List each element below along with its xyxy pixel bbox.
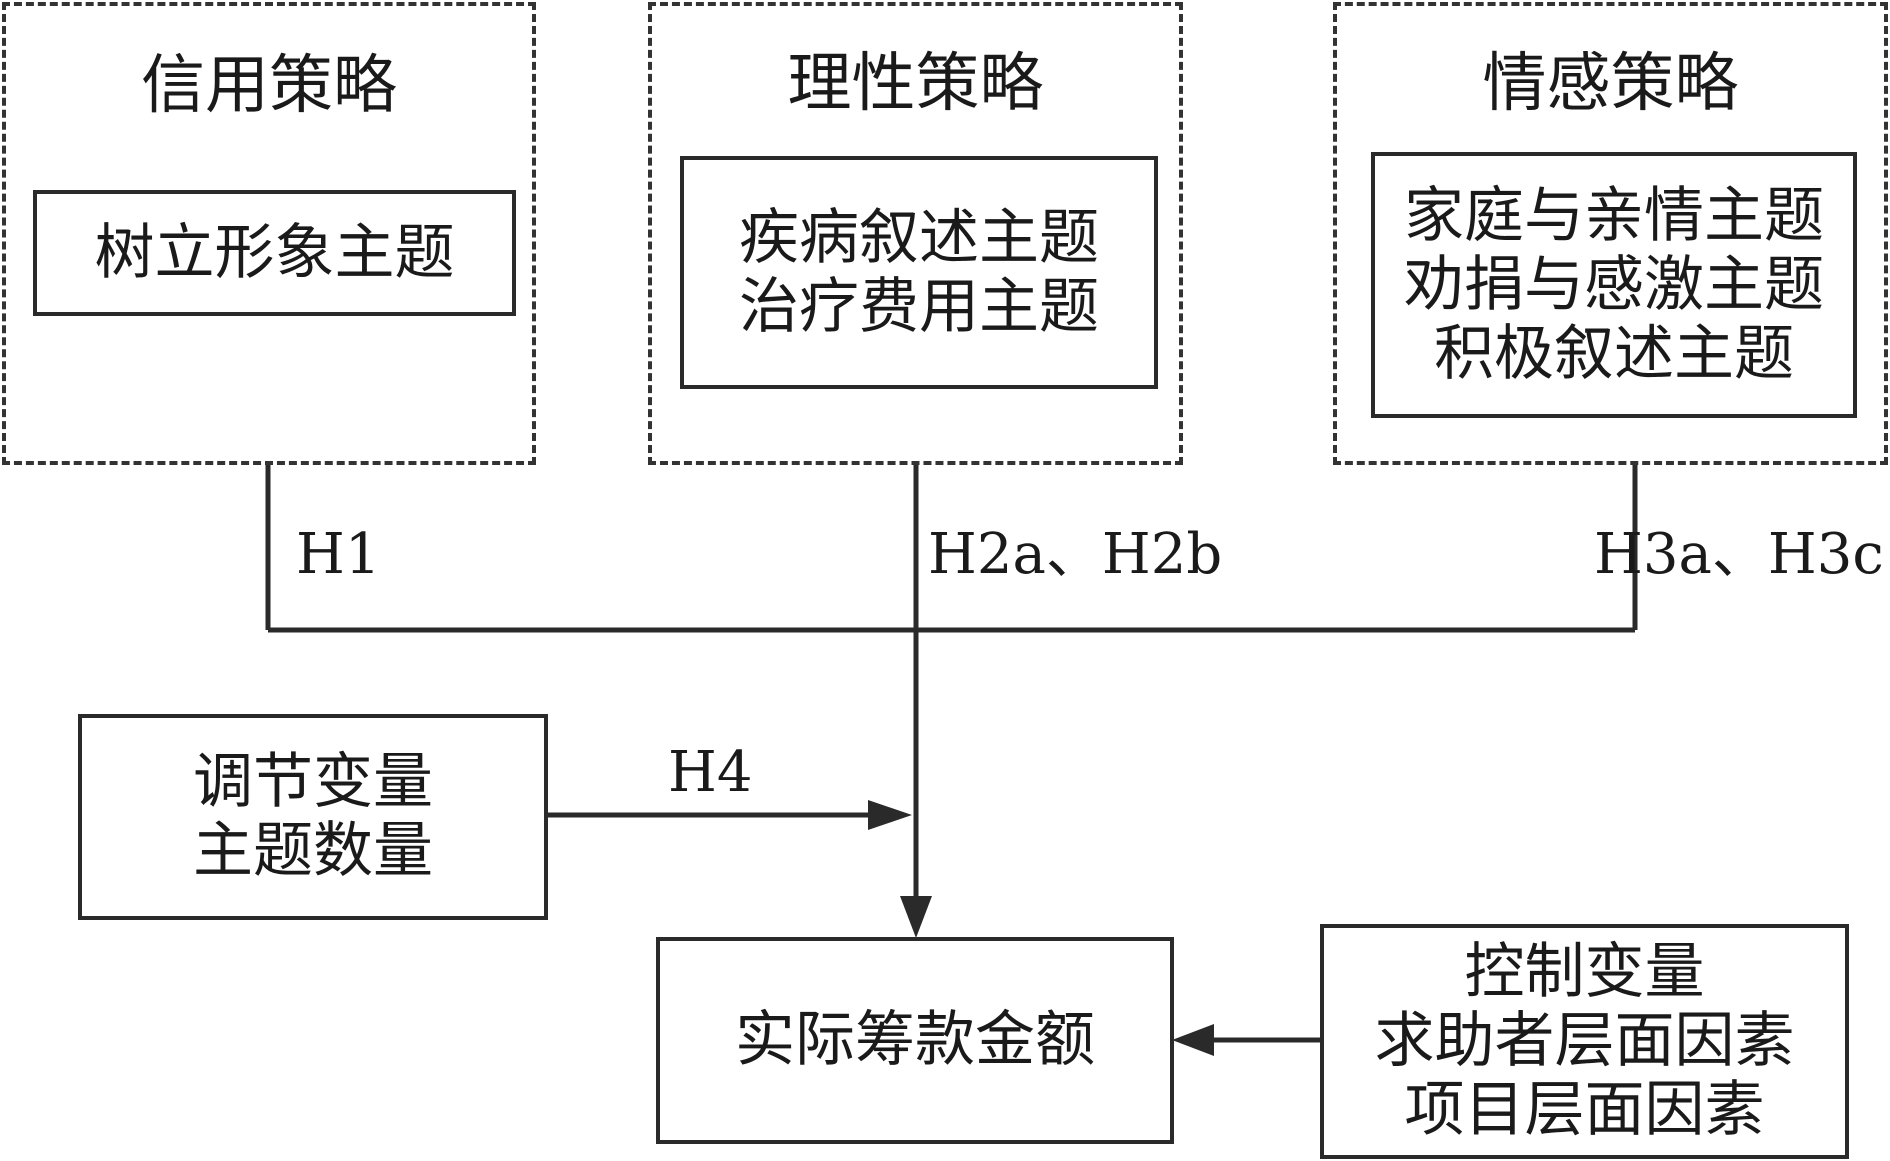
emotional-theme-label-2: 劝捐与感激主题	[1404, 249, 1824, 320]
emotional-theme-box: 家庭与亲情主题 劝捐与感激主题 积极叙述主题	[1371, 152, 1857, 418]
arrow-head-h4	[868, 800, 912, 830]
rational-theme-box: 疾病叙述主题 治疗费用主题	[680, 156, 1158, 389]
rational-strategy-title: 理性策略	[787, 47, 1044, 121]
moderator-box: 调节变量 主题数量	[78, 714, 548, 920]
emotional-strategy-group: 情感策略 家庭与亲情主题 劝捐与感激主题 积极叙述主题	[1333, 2, 1888, 465]
arrow-head-control	[1172, 1024, 1214, 1056]
credit-strategy-group: 信用策略 树立形象主题	[2, 2, 536, 465]
rational-strategy-group: 理性策略 疾病叙述主题 治疗费用主题	[648, 2, 1183, 465]
moderator-label-1: 调节变量	[193, 747, 433, 817]
credit-theme-label: 树立形象主题	[94, 217, 455, 288]
emotional-theme-label-3: 积极叙述主题	[1434, 318, 1794, 389]
outcome-label: 实际筹款金额	[735, 1005, 1095, 1075]
hypothesis-h1-label: H1	[296, 522, 381, 587]
credit-theme-box: 树立形象主题	[33, 190, 516, 316]
control-label-1: 控制变量	[1464, 937, 1705, 1007]
control-label-3: 项目层面因素	[1404, 1075, 1765, 1145]
control-label-2: 求助者层面因素	[1374, 1006, 1795, 1076]
outcome-box: 实际筹款金额	[656, 937, 1174, 1144]
credit-strategy-title: 信用策略	[141, 49, 397, 123]
arrow-head-outcome	[900, 896, 932, 938]
emotional-strategy-title: 情感策略	[1482, 47, 1739, 121]
hypothesis-h2-label: H2a、H2b	[928, 522, 1223, 587]
moderator-label-2: 主题数量	[193, 816, 433, 886]
rational-theme-label-1: 疾病叙述主题	[739, 202, 1099, 273]
control-box: 控制变量 求助者层面因素 项目层面因素	[1320, 924, 1849, 1159]
hypothesis-h4-label: H4	[668, 740, 753, 805]
emotional-theme-label-1: 家庭与亲情主题	[1404, 180, 1824, 251]
hypothesis-h3-label: H3a、H3c	[1594, 522, 1884, 587]
rational-theme-label-2: 治疗费用主题	[739, 271, 1099, 342]
